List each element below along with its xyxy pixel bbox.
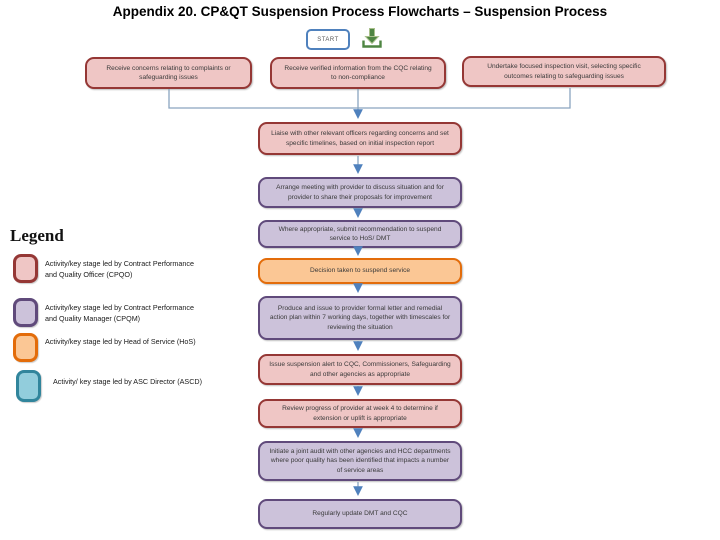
start-button[interactable]: START	[306, 29, 350, 50]
flow-box-regular-update: Regularly update DMT and CQC	[258, 499, 462, 529]
flow-box-submit-recommendation: Where appropriate, submit recommendation…	[258, 220, 462, 248]
flow-box-joint-audit: Initiate a joint audit with other agenci…	[258, 441, 462, 481]
flow-box-receive-cqc-info: Receive verified information from the CQ…	[270, 57, 446, 89]
legend-swatch-cpqo	[13, 254, 38, 283]
flow-box-formal-letter: Produce and issue to provider formal let…	[258, 296, 462, 340]
flow-box-review-progress: Review progress of provider at week 4 to…	[258, 399, 462, 428]
legend-label-hos: Activity/key stage led by Head of Servic…	[45, 337, 196, 346]
flow-box-receive-concerns: Receive concerns relating to complaints …	[85, 57, 252, 89]
flow-box-liaise-officers: Liaise with other relevant officers rega…	[258, 122, 462, 155]
download-icon[interactable]	[360, 27, 384, 55]
legend-swatch-ascd	[16, 370, 41, 402]
flow-box-decision-suspend: Decision taken to suspend service	[258, 258, 462, 284]
flow-box-suspension-alert: Issue suspension alert to CQC, Commissio…	[258, 354, 462, 385]
legend-swatch-cpqm	[13, 298, 38, 327]
legend-label-cpqo: Activity/key stage led by Contract Perfo…	[45, 259, 195, 279]
legend-swatch-hos	[13, 333, 38, 362]
page-title: Appendix 20. CP&QT Suspension Process Fl…	[112, 4, 608, 19]
flow-box-undertake-inspection: Undertake focused inspection visit, sele…	[462, 56, 666, 87]
legend-label-ascd: Activity/ key stage led by ASC Director …	[53, 377, 202, 386]
legend-heading: Legend	[10, 226, 64, 245]
legend-label-cpqm: Activity/key stage led by Contract Perfo…	[45, 303, 195, 323]
flow-box-arrange-meeting: Arrange meeting with provider to discuss…	[258, 177, 462, 208]
